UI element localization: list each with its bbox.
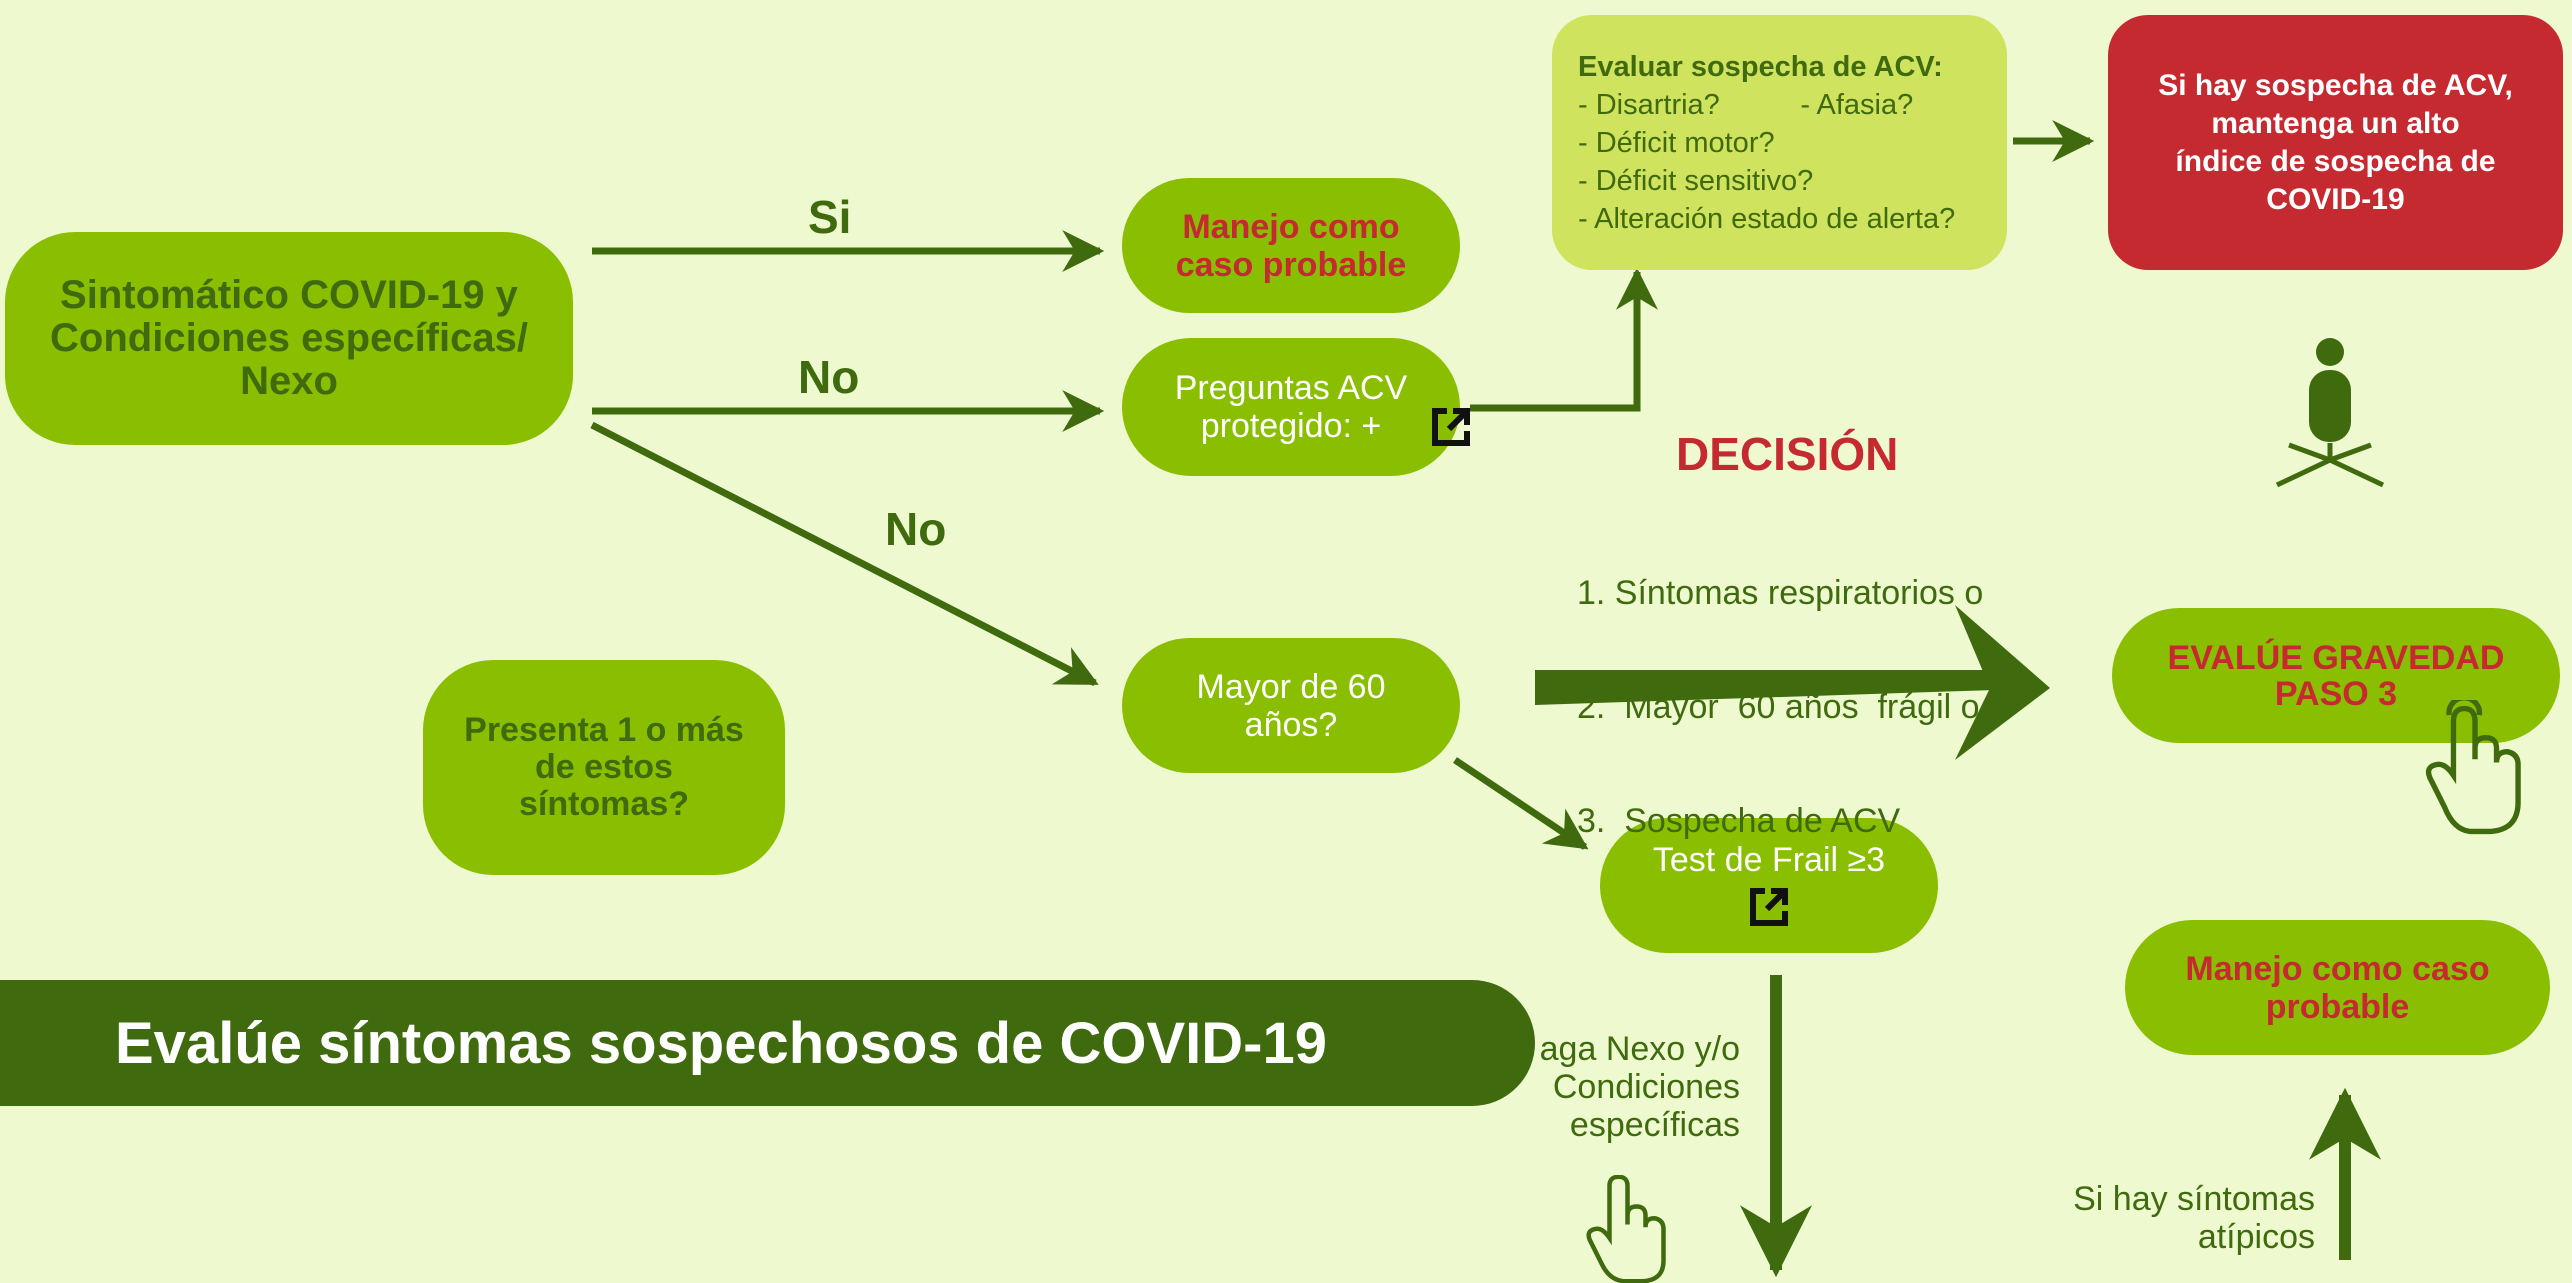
test-frail-node: Test de Frail ≥3 [1600, 818, 1938, 953]
manejo-probable-top-text: Manejo como caso probable [1175, 207, 1407, 284]
acv-item: - Disartria? - Afasia? [1578, 89, 1914, 121]
decision-title: DECISIÓN [1676, 428, 1899, 480]
label-si: Si [808, 191, 852, 243]
preguntas-acv-node: Preguntas ACV protegido: + [1122, 338, 1471, 476]
start-node-text: Sintomático COVID-19 y Condiciones espec… [50, 273, 528, 403]
acv-box-title: Evaluar sospecha de ACV: [1578, 51, 1943, 83]
arrow-preguntas-to-acv [1470, 267, 1658, 412]
acv-covid-warning-box: Si hay sospecha de ACV, mantenga un alto… [2108, 15, 2563, 270]
decision-big-arrow [1535, 605, 2050, 760]
acv-covid-warning-text: Si hay sospecha de ACV, mantenga un alto… [2158, 68, 2513, 216]
label-no-2: No [885, 503, 947, 555]
hand-pointer-icon [1586, 1175, 1666, 1283]
label-nexo: aga Nexo y/o Condiciones específicas [1539, 1030, 1740, 1144]
presenta-sintomas-node: Presenta 1 o más de estos síntomas? [423, 660, 785, 875]
arrow-no-diagonal [590, 421, 1099, 687]
manejo-probable-top-node: Manejo como caso probable [1122, 178, 1460, 313]
arrow-mayor60-to-frail [1453, 757, 1589, 850]
decision-item: 3. Sospecha de ACV [1577, 802, 1901, 840]
decision-item: 1. Síntomas respiratorios o [1577, 574, 1984, 612]
preguntas-acv-text: Preguntas ACV protegido: + [1174, 369, 1408, 445]
external-link-icon[interactable] [1745, 883, 1793, 931]
hand-pointer-icon[interactable] [2420, 700, 2530, 840]
acv-item: - Déficit sensitivo? [1578, 165, 1814, 197]
test-frail-text: Test de Frail ≥3 [1652, 840, 1886, 879]
manejo-probable-bottom-node: Manejo como caso probable [2125, 920, 2550, 1055]
evalue-gravedad-text: EVALÚE GRAVEDAD PASO 3 [2167, 638, 2505, 713]
title-banner-text: Evalúe síntomas sospechosos de COVID-19 [115, 1010, 1327, 1076]
label-atipicos: Si hay síntomas atípicos [2073, 1180, 2315, 1256]
start-node: Sintomático COVID-19 y Condiciones espec… [5, 232, 573, 445]
acv-item: - Déficit motor? [1578, 127, 1775, 159]
external-link-icon[interactable] [1427, 403, 1475, 451]
manejo-probable-bottom-text: Manejo como caso probable [2185, 949, 2490, 1026]
acv-evaluation-box: Evaluar sospecha de ACV: - Disartria? - … [1552, 15, 2007, 270]
acv-item: - Alteración estado de alerta? [1578, 203, 1956, 235]
mayor-60-text: Mayor de 60 años? [1196, 667, 1386, 744]
person-icon [2275, 338, 2385, 488]
presenta-sintomas-text: Presenta 1 o más de estos síntomas? [464, 711, 744, 823]
mayor-60-node: Mayor de 60 años? [1122, 638, 1460, 773]
decision-item: 2. Mayor 60 años frágil o [1577, 688, 1980, 726]
evalue-gravedad-node[interactable]: EVALÚE GRAVEDAD PASO 3 [2112, 608, 2560, 743]
title-banner: Evalúe síntomas sospechosos de COVID-19 [0, 980, 1535, 1106]
decision-list: 1. Síntomas respiratorios o 2. Mayor 60 … [1577, 498, 1983, 878]
label-no-1: No [798, 351, 860, 403]
